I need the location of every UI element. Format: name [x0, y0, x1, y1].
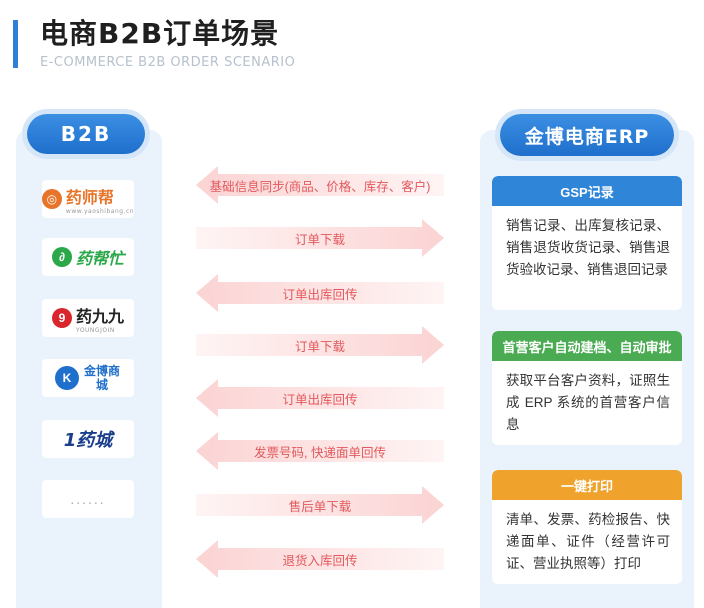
flow-label: 订单出库回传	[282, 392, 358, 407]
title-accent-bar	[13, 20, 18, 68]
platform-more: ......	[42, 480, 134, 518]
platform-yaojiujiu: 9 药九九 YOUNGJOIN	[42, 299, 134, 337]
flow-arrow-shape	[196, 326, 444, 364]
flow-arrow-shape	[196, 486, 444, 524]
erp-panel-title: 金博电商ERP	[500, 114, 674, 156]
flow-arrow-shape	[196, 379, 444, 417]
flow-arrow-left: 订单出库回传	[196, 274, 444, 312]
flow-label: 售后单下载	[288, 499, 352, 514]
first-customer-card-body: 获取平台客户资料，证照生成 ERP 系统的首营客户信息	[506, 373, 670, 432]
platform-sub: www.yaoshibang.cn	[65, 207, 135, 215]
first-customer-card: 首营客户自动建档、自动审批 获取平台客户资料，证照生成 ERP 系统的首营客户信…	[492, 331, 682, 445]
flow-arrow-shape	[196, 274, 444, 312]
platform-name: 药九九	[75, 306, 124, 326]
flow-arrow-body	[196, 379, 444, 417]
flow-arrow-body	[196, 326, 444, 364]
flow-arrow-left: 退货入库回传	[196, 540, 444, 578]
gsp-card-title: GSP记录	[492, 176, 682, 206]
platform-sub: YOUNGJOIN	[75, 326, 115, 334]
gsp-card-body: 销售记录、出库复核记录、销售退货收货记录、销售退货验收记录、销售退回记录	[506, 218, 670, 277]
flow-label: 订单下载	[294, 232, 345, 247]
platform-name: 金博商城	[83, 364, 120, 392]
flow-arrow-left: 基础信息同步(商品、价格、库存、客户)	[196, 166, 444, 204]
page-title: 电商B2B订单场景	[40, 17, 280, 50]
yaoshibang-logo-icon: ◎	[41, 189, 62, 209]
flow-label: 发票号码, 快递面单回传	[254, 445, 386, 460]
print-card: 一键打印 清单、发票、药检报告、快递面单、证件（经营许可证、营业执照等）打印	[492, 470, 682, 584]
flow-arrow-right: 订单下载	[196, 326, 444, 364]
flow-label: 订单下载	[294, 339, 345, 354]
yaobangmang-logo-icon: ∂	[51, 247, 72, 267]
platform-yaobangmang: ∂ 药帮忙	[42, 238, 134, 276]
flow-arrow-body	[196, 219, 444, 257]
flow-arrow-body	[196, 432, 444, 470]
flow-arrow-shape	[196, 219, 444, 257]
platform-name: 药师帮	[65, 187, 114, 207]
first-customer-card-title: 首营客户自动建档、自动审批	[492, 331, 682, 361]
flow-arrow-shape	[196, 432, 444, 470]
platform-yaoshibang: ◎ 药师帮 www.yaoshibang.cn	[41, 180, 135, 218]
flow-arrow-right: 售后单下载	[196, 486, 444, 524]
platform-yiyaocheng: 1药城	[42, 420, 134, 458]
page-subtitle: E-COMMERCE B2B ORDER SCENARIO	[40, 55, 296, 70]
print-card-title: 一键打印	[492, 470, 682, 500]
flow-label: 退货入库回传	[282, 553, 358, 568]
flow-arrow-body	[196, 274, 444, 312]
print-card-body: 清单、发票、药检报告、快递面单、证件（经营许可证、营业执照等）打印	[506, 512, 670, 571]
flow-arrow-shape	[196, 166, 444, 204]
b2b-panel-title: B2B	[27, 114, 145, 154]
platform-name: 药帮忙	[75, 249, 124, 268]
flow-label: 订单出库回传	[282, 287, 358, 302]
flow-arrow-body	[196, 540, 444, 578]
flow-arrow-body	[196, 486, 444, 524]
flow-arrow-body	[196, 166, 444, 204]
yaojiujiu-logo-icon: 9	[51, 308, 72, 328]
gsp-card: GSP记录 销售记录、出库复核记录、销售退货收货记录、销售退货验收记录、销售退回…	[492, 176, 682, 310]
more-icon: ......	[70, 491, 106, 507]
jinbo-logo-icon: K	[55, 366, 79, 390]
platform-jinbo: K 金博商城	[42, 359, 134, 397]
platform-name: 1药城	[63, 430, 113, 451]
flow-arrow-left: 发票号码, 快递面单回传	[196, 432, 444, 470]
flow-arrow-left: 订单出库回传	[196, 379, 444, 417]
flow-arrow-right: 订单下载	[196, 219, 444, 257]
flow-arrow-shape	[196, 540, 444, 578]
flow-label: 基础信息同步(商品、价格、库存、客户)	[209, 179, 431, 194]
